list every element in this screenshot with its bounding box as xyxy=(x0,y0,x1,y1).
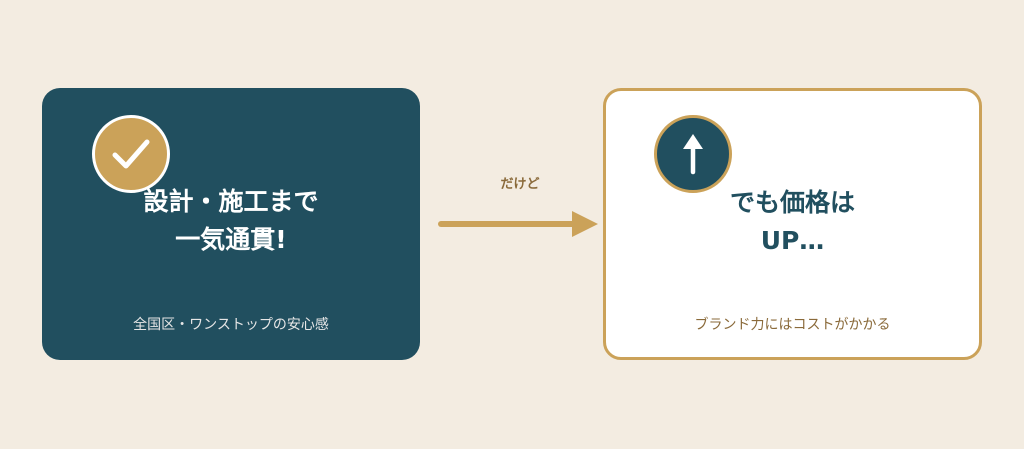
left-headline-line2: 一気通貫! xyxy=(175,225,287,254)
right-caption: ブランド力にはコストがかかる xyxy=(694,317,891,333)
arrow-up-badge xyxy=(654,115,732,193)
connector-label: だけど xyxy=(500,177,540,192)
left-caption: 全国区・ワンストップの安心感 xyxy=(133,317,329,333)
arrow-right-icon xyxy=(438,211,598,237)
left-card: 設計・施工まで 一気通貫! 全国区・ワンストップの安心感 xyxy=(42,88,420,360)
arrow-up-icon xyxy=(683,134,703,175)
check-badge xyxy=(92,115,170,193)
check-icon xyxy=(112,139,150,169)
right-card: でも価格は UP… ブランド力にはコストがかかる xyxy=(603,88,982,360)
right-headline: でも価格は UP… xyxy=(606,184,979,260)
right-headline-line2: UP… xyxy=(760,226,825,255)
right-headline-line1: でも価格は xyxy=(729,188,855,217)
left-headline-line1: 設計・施工まで xyxy=(143,187,319,216)
left-headline: 設計・施工まで 一気通貫! xyxy=(42,183,420,259)
